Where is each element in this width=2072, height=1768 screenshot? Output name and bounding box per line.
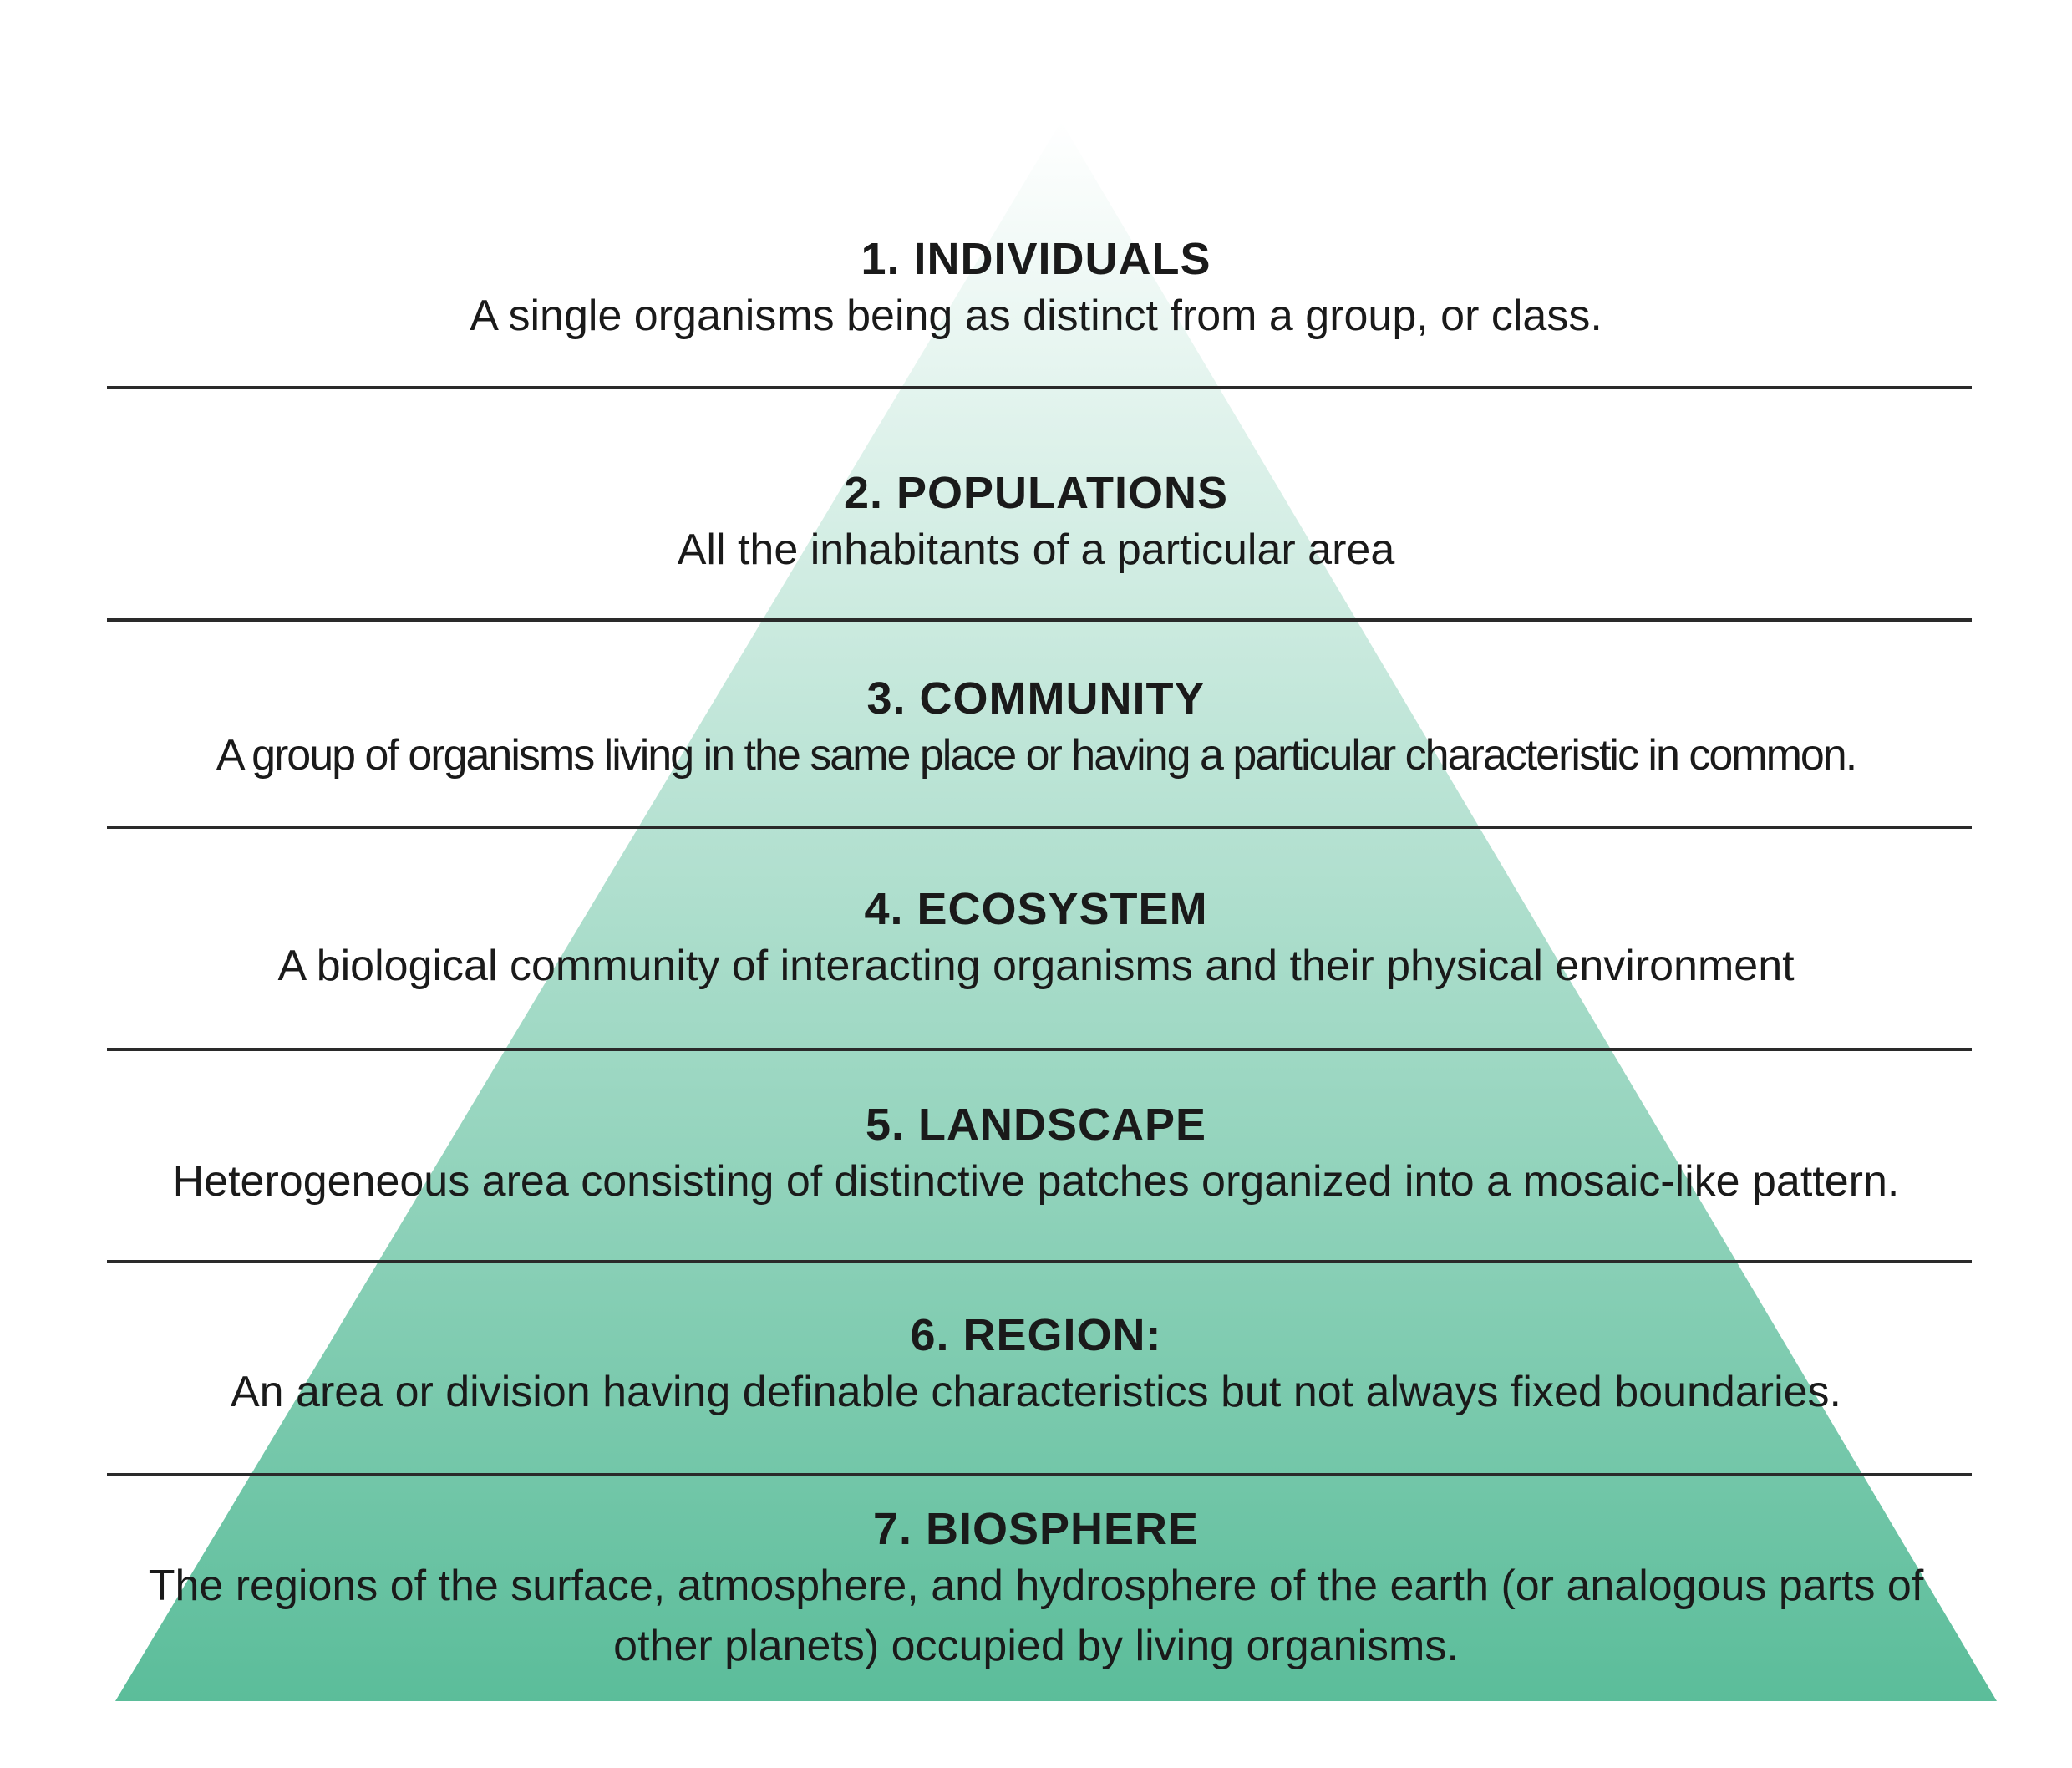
level-title: 4. ECOSYSTEM [864,884,1208,934]
level-description: Heterogeneous area consisting of distinc… [172,1157,1900,1206]
level-title: 3. COMMUNITY [866,673,1206,724]
pyramid-triangle [115,121,1997,1701]
level-description: A biological community of interacting or… [277,942,1795,990]
level-title: 7. BIOSPHERE [872,1504,1200,1554]
level-ecosystem: 4. ECOSYSTEM A biological community of i… [84,882,1988,996]
level-description: All the inhabitants of a particular area [677,526,1395,574]
level-title: 5. LANDSCAPE [865,1100,1207,1150]
level-description: An area or division having definable cha… [231,1368,1841,1416]
level-title: 2. POPULATIONS [843,468,1229,518]
level-community: 3. COMMUNITY A group of organisms living… [84,672,1988,785]
level-title: 1. INDIVIDUALS [861,234,1211,284]
level-individuals: 1. INDIVIDUALS A single organisms being … [84,232,1988,346]
level-dividers [107,386,1972,1476]
level-populations: 2. POPULATIONS All the inhabitants of a … [84,466,1988,580]
level-biosphere: 7. BIOSPHERE The regions of the surface,… [84,1502,1988,1676]
level-description: The regions of the surface, atmosphere, … [148,1562,1924,1670]
level-description: A single organisms being as distinct fro… [470,292,1602,340]
level-region: 6. REGION: An area or division having de… [84,1308,1988,1422]
level-title: 6. REGION: [910,1310,1162,1360]
level-description: A group of organisms living in the same … [216,731,1857,780]
level-landscape: 5. LANDSCAPE Heterogeneous area consisti… [84,1098,1988,1212]
